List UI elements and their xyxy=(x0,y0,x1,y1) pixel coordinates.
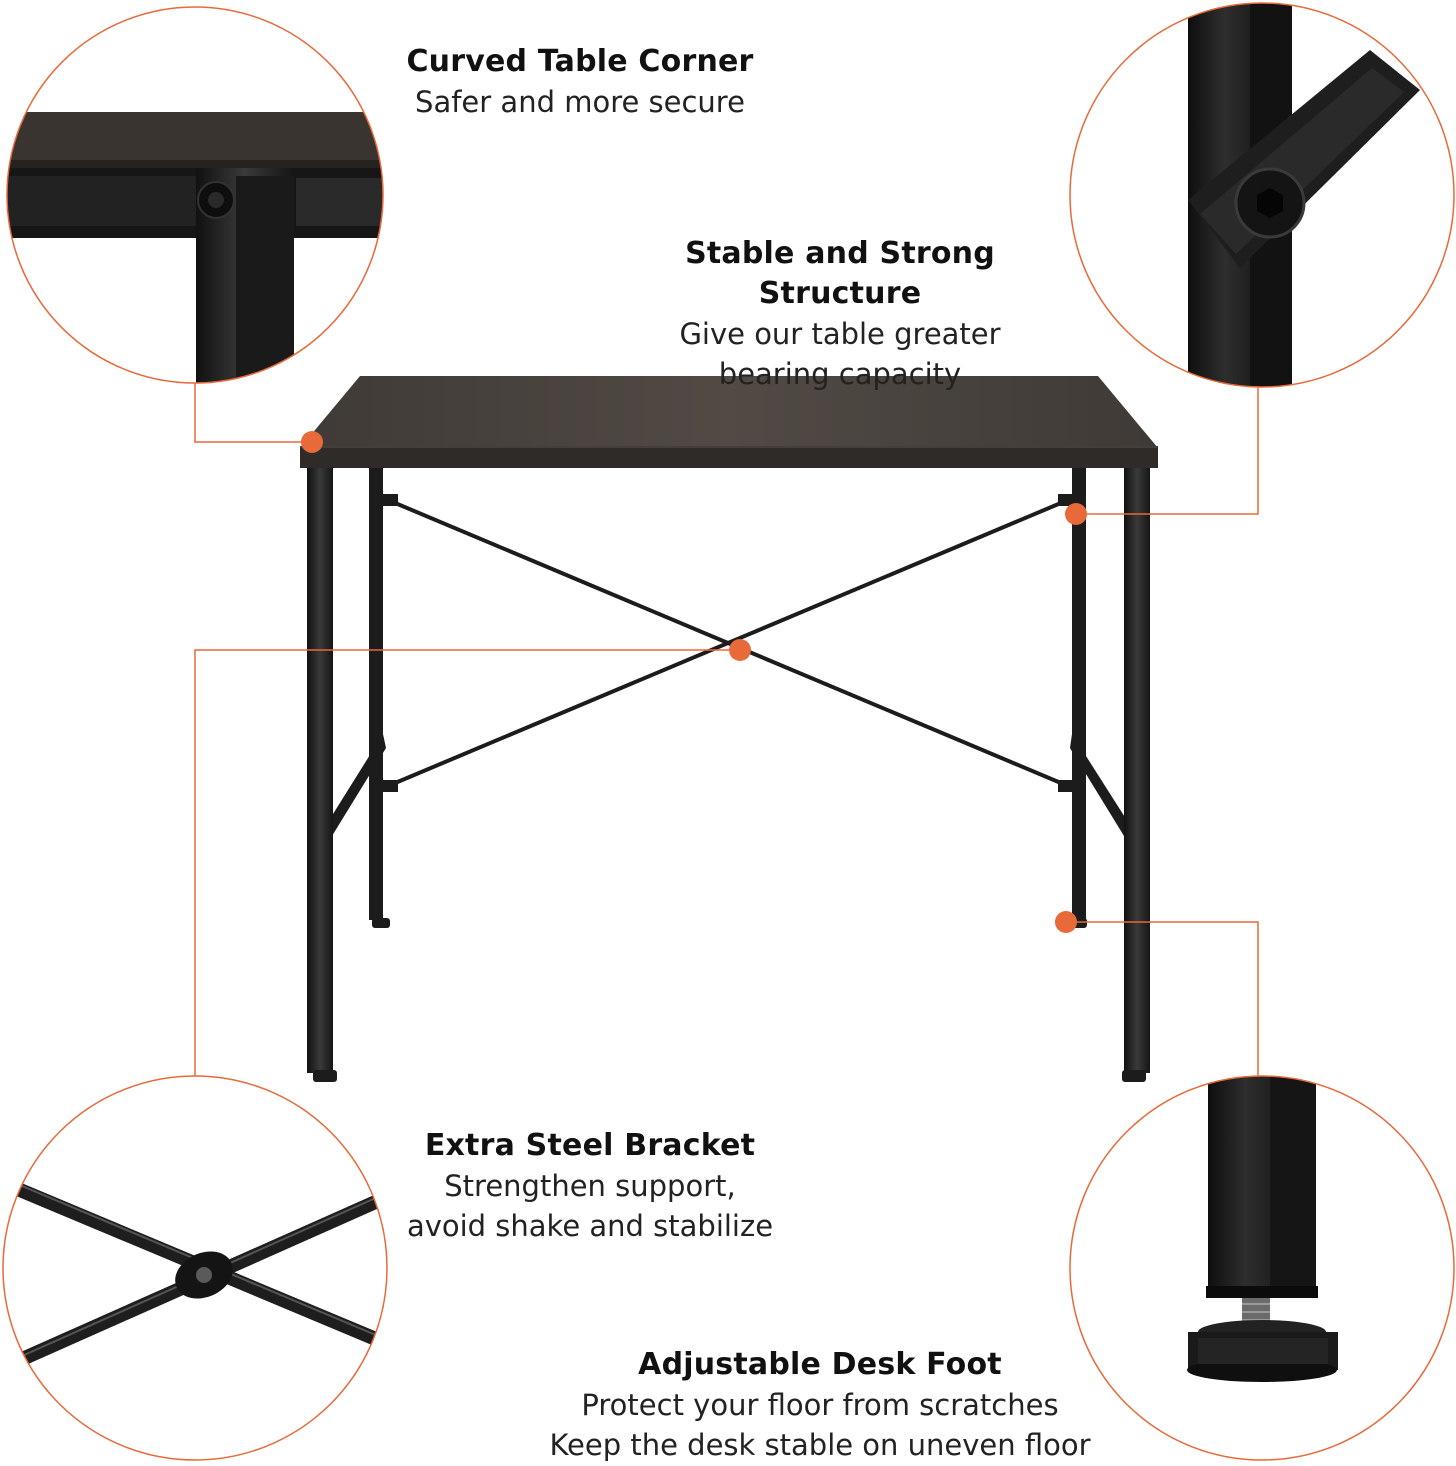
detail-foot-zoom xyxy=(1069,1075,1455,1461)
desk-side-stretcher xyxy=(328,734,386,836)
feature-title: Adjustable Desk Foot xyxy=(638,1347,1002,1382)
feature-description: bearing capacity xyxy=(718,357,962,391)
feature-caption-bracket: Extra Steel Bracket Strengthen support, … xyxy=(380,1126,800,1246)
feature-caption-foot: Adjustable Desk Foot Protect your floor … xyxy=(500,1345,1140,1465)
desk-tabletop-edge xyxy=(300,446,1158,468)
feature-description: avoid shake and stabilize xyxy=(406,1209,774,1243)
callout-marker-foot xyxy=(1055,911,1077,933)
feature-caption-structure: Stable and Strong Structure Give our tab… xyxy=(600,234,1080,394)
desk-cross-brace xyxy=(387,498,1069,788)
callout-lines xyxy=(194,383,1259,1076)
detail-corner-zoom xyxy=(6,6,384,384)
feature-description: Strengthen support, xyxy=(444,1169,736,1203)
feature-description: Give our table greater xyxy=(679,317,1001,351)
feature-caption-corner: Curved Table Corner Safer and more secur… xyxy=(380,42,780,122)
feature-description: Keep the desk stable on uneven floor xyxy=(549,1428,1091,1462)
feature-title: Stable and Strong Structure xyxy=(685,236,995,311)
detail-structure-zoom xyxy=(1069,2,1455,388)
detail-bracket-zoom xyxy=(2,1075,388,1461)
callout-marker-bracket xyxy=(729,639,751,661)
desk-side-stretcher xyxy=(1070,734,1128,836)
feature-title: Curved Table Corner xyxy=(406,44,754,79)
desk-front-left-leg xyxy=(307,456,333,1073)
desk-front-right-leg xyxy=(1124,456,1150,1073)
desk xyxy=(300,376,1158,1082)
desk-tabletop xyxy=(300,376,1158,448)
desk-back-left-leg xyxy=(369,468,383,920)
desk-back-right-leg xyxy=(1072,468,1086,920)
feature-description: Safer and more secure xyxy=(415,85,745,119)
feature-title: Extra Steel Bracket xyxy=(424,1128,756,1163)
feature-description: Protect your floor from scratches xyxy=(581,1388,1059,1422)
callout-marker-corner xyxy=(301,431,323,453)
callout-marker-structure xyxy=(1065,503,1087,525)
